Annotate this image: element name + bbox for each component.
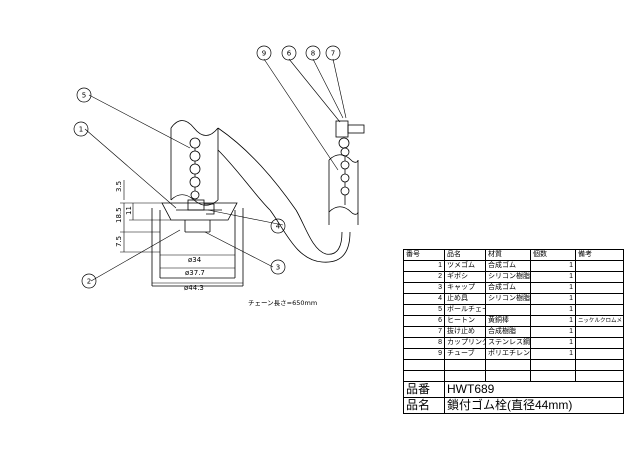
dim-d37: ø37.7 <box>185 269 205 277</box>
table-row: 3 キャップ 合成ゴム 1 <box>403 282 624 294</box>
cell-qty: 1 <box>530 271 576 283</box>
chain-length-note: チェーン長さ=650mm <box>248 299 317 307</box>
parts-table: 番号 品名 材質 個数 備考 1 ツメゴム 合成ゴム 1 2 ギボシ シリコン樹… <box>403 249 624 414</box>
cell-material: ステンレス鋼板 <box>485 337 531 349</box>
product-name-value: 鎖付ゴム栓(直径44mm) <box>444 397 624 414</box>
table-row: 7 抜け止め 合成樹脂 1 <box>403 326 624 338</box>
blank-row <box>403 359 624 371</box>
dim-18-5: 18.5 <box>115 207 123 223</box>
dim-d44: ø44.3 <box>184 284 204 292</box>
callout-5: 5 <box>82 92 86 100</box>
cell-qty: 1 <box>530 348 576 360</box>
cell-name: ギボシ <box>444 271 486 283</box>
part-number-value: HWT689 <box>444 381 624 398</box>
cell-no: 4 <box>403 293 445 305</box>
guide-pipe <box>170 120 297 211</box>
cell-name: ボールチェーン <box>444 304 486 316</box>
cell-name: ツメゴム <box>444 260 486 272</box>
part-number-row: 品番 HWT689 <box>403 381 624 398</box>
table-row: 8 カップリング ステンレス鋼板 1 <box>403 337 624 349</box>
header-no: 番号 <box>403 249 445 261</box>
table-row: 6 ヒートン 黄銅棒 1 ニッケルクロムメッキ <box>403 315 624 327</box>
callout-3: 3 <box>276 264 280 272</box>
cell-material: ポリエチレン <box>485 348 531 360</box>
cell-note: ニッケルクロムメッキ <box>575 315 624 327</box>
cell-qty: 1 <box>530 282 576 294</box>
cell-note <box>575 271 624 283</box>
blank-row <box>403 370 624 382</box>
header-name: 品名 <box>444 249 486 261</box>
cell-qty: 1 <box>530 337 576 349</box>
cell-note <box>575 326 624 338</box>
cell-material: シリコン樹脂 <box>485 271 531 283</box>
right-assembly <box>269 120 365 263</box>
cell-note <box>575 293 624 305</box>
drain-outline <box>151 208 244 287</box>
cell-qty: 1 <box>530 315 576 327</box>
header-material: 材質 <box>485 249 531 261</box>
callout-8: 8 <box>311 50 315 58</box>
cell-no: 6 <box>403 315 445 327</box>
dim-3-5: 3.5 <box>115 181 123 192</box>
cell-note <box>575 304 624 316</box>
table-row: 4 止め具 シリコン樹脂 1 <box>403 293 624 305</box>
cell-no: 8 <box>403 337 445 349</box>
table-row: 9 チューブ ポリエチレン 1 <box>403 348 624 360</box>
dim-7-5: 7.5 <box>115 236 123 247</box>
rubber-stopper <box>161 199 238 233</box>
cell-material: 合成樹脂 <box>485 326 531 338</box>
cell-qty: 1 <box>530 304 576 316</box>
product-name-row: 品名 鎖付ゴム栓(直径44mm) <box>403 397 624 414</box>
dim-11: 11 <box>125 206 133 215</box>
cell-qty: 1 <box>530 293 576 305</box>
cell-name: チューブ <box>444 348 486 360</box>
callout-2: 2 <box>87 278 91 286</box>
cell-no: 5 <box>403 304 445 316</box>
cell-no: 7 <box>403 326 445 338</box>
table-row: 1 ツメゴム 合成ゴム 1 <box>403 260 624 272</box>
right-leader-lines <box>263 58 347 171</box>
callout-1: 1 <box>79 126 83 134</box>
header-qty: 個数 <box>530 249 576 261</box>
leader-lines <box>84 94 284 282</box>
cell-note <box>575 348 624 360</box>
table-row: 5 ボールチェーン 1 <box>403 304 624 316</box>
cell-material: 黄銅棒 <box>485 315 531 327</box>
header-note: 備考 <box>575 249 624 261</box>
callout-6: 6 <box>287 50 292 58</box>
dimension-lines <box>120 180 243 284</box>
cell-name: 抜け止め <box>444 326 486 338</box>
cell-material: 合成ゴム <box>485 282 531 294</box>
cell-name: ヒートン <box>444 315 486 327</box>
cell-note <box>575 260 624 272</box>
dim-d34: ø34 <box>188 256 202 264</box>
part-number-label: 品番 <box>403 381 445 398</box>
product-name-label: 品名 <box>403 397 445 414</box>
table-header-row: 番号 品名 材質 個数 備考 <box>403 249 624 261</box>
callout-9: 9 <box>262 50 266 58</box>
cell-material: 合成ゴム <box>485 260 531 272</box>
callout-circles <box>73 45 341 289</box>
cell-no: 2 <box>403 271 445 283</box>
cell-note <box>575 337 624 349</box>
cell-material <box>485 304 531 316</box>
callout-4: 4 <box>276 223 281 231</box>
cell-no: 1 <box>403 260 445 272</box>
cell-no: 9 <box>403 348 445 360</box>
ball-chain <box>189 137 201 200</box>
cell-qty: 1 <box>530 260 576 272</box>
callout-7: 7 <box>331 50 335 58</box>
cell-name: キャップ <box>444 282 486 294</box>
cell-note <box>575 282 624 294</box>
cell-name: カップリング <box>444 337 486 349</box>
cell-qty: 1 <box>530 326 576 338</box>
cell-material: シリコン樹脂 <box>485 293 531 305</box>
cell-name: 止め具 <box>444 293 486 305</box>
cell-no: 3 <box>403 282 445 294</box>
table-row: 2 ギボシ シリコン樹脂 1 <box>403 271 624 283</box>
